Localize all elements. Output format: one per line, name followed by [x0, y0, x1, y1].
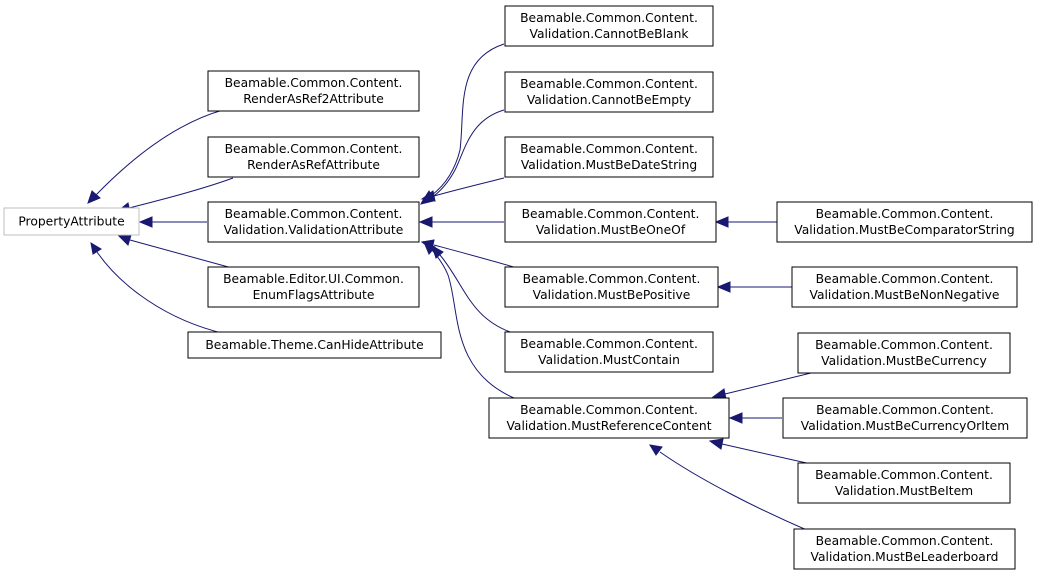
node-label-line1: Beamable.Common.Content.: [816, 403, 994, 417]
node-label-line2: Validation.MustContain: [538, 353, 680, 367]
node-label: Beamable.Theme.CanHideAttribute: [205, 338, 423, 352]
node-renderasrefattribute[interactable]: Beamable.Common.Content. RenderAsRefAttr…: [207, 136, 420, 178]
edge-mustbenonnegative-to-mustbepositive: [716, 281, 792, 293]
node-label-line2: Validation.CannotBeBlank: [530, 27, 690, 41]
node-label-line1: Beamable.Common.Content.: [816, 272, 994, 286]
node-canhideattribute[interactable]: Beamable.Theme.CanHideAttribute: [187, 331, 442, 359]
edge-renderasref2-to-propertyattribute: [87, 109, 224, 204]
node-label-line2: Validation.CannotBeEmpty: [527, 93, 691, 107]
edge-canhide-to-propertyattribute: [90, 242, 227, 335]
node-mustcontain[interactable]: Beamable.Common.Content. Validation.Must…: [504, 331, 714, 373]
node-mustbeoneof[interactable]: Beamable.Common.Content. Validation.Must…: [504, 201, 717, 243]
node-label-line2: Validation.MustBeComparatorString: [794, 223, 1014, 237]
node-mustbecomparatorstring[interactable]: Beamable.Common.Content. Validation.Must…: [776, 201, 1033, 243]
node-cannotbeempty[interactable]: Beamable.Common.Content. Validation.Cann…: [504, 71, 714, 113]
node-label-line2: RenderAsRef2Attribute: [243, 92, 384, 106]
edge-mustbecurrencyoritem-to-mustreferencecontent: [728, 412, 782, 424]
edge-mustbeoneof-to-validationattribute: [418, 216, 504, 228]
node-label-line1: Beamable.Common.Content.: [815, 338, 993, 352]
node-label-line2: Validation.MustBeCurrencyOrItem: [801, 419, 1009, 433]
node-label-line1: Beamable.Common.Content.: [520, 337, 698, 351]
node-label-line1: Beamable.Common.Content.: [225, 207, 403, 221]
node-mustbecurrencyoritem[interactable]: Beamable.Common.Content. Validation.Must…: [782, 397, 1028, 439]
node-label-line1: Beamable.Common.Content.: [520, 142, 698, 156]
node-label-line1: Beamable.Common.Content.: [225, 142, 403, 156]
node-label-line1: Beamable.Common.Content.: [522, 207, 700, 221]
edge-mustbecomparatorstring-to-mustbeoneof: [714, 216, 777, 228]
node-label-line1: Beamable.Common.Content.: [523, 272, 701, 286]
node-label-line2: Validation.MustBeNonNegative: [810, 288, 1000, 302]
node-enumflagsattribute[interactable]: Beamable.Editor.UI.Common. EnumFlagsAttr…: [207, 266, 420, 308]
node-label-line2: Validation.ValidationAttribute: [224, 223, 404, 237]
node-label-line2: RenderAsRefAttribute: [247, 158, 380, 172]
edge-cannotbeempty-to-validationattribute: [419, 109, 505, 205]
node-mustbeleaderboard[interactable]: Beamable.Common.Content. Validation.Must…: [793, 528, 1016, 570]
node-cannotbeblank[interactable]: Beamable.Common.Content. Validation.Cann…: [504, 5, 714, 47]
node-mustbedatestring[interactable]: Beamable.Common.Content. Validation.Must…: [504, 136, 714, 178]
edge-mustreferencecontent-to-validationattribute: [423, 241, 515, 399]
node-label-line1: Beamable.Common.Content.: [816, 534, 994, 548]
edge-validationattribute-to-propertyattribute: [138, 216, 207, 228]
node-label-line1: Beamable.Common.Content.: [520, 403, 698, 417]
edge-mustbedatestring-to-validationattribute: [420, 177, 505, 202]
node-label-line2: Validation.MustBeLeaderboard: [811, 550, 999, 564]
node-label-line2: Validation.MustBeOneOf: [536, 223, 686, 237]
node-mustbenonnegative[interactable]: Beamable.Common.Content. Validation.Must…: [791, 266, 1018, 308]
edge-mustbeleaderboard-to-mustreferencecontent: [649, 444, 810, 532]
node-label-line2: Validation.MustReferenceContent: [506, 419, 711, 433]
node-renderasref2attribute[interactable]: Beamable.Common.Content. RenderAsRef2Att…: [207, 70, 420, 112]
node-mustbepositive[interactable]: Beamable.Common.Content. Validation.Must…: [504, 266, 719, 308]
node-mustbecurrency[interactable]: Beamable.Common.Content. Validation.Must…: [797, 332, 1011, 374]
node-mustreferencecontent[interactable]: Beamable.Common.Content. Validation.Must…: [488, 397, 730, 439]
edge-mustbeitem-to-mustreferencecontent: [708, 438, 812, 465]
node-label-line2: Validation.MustBeDateString: [521, 158, 697, 172]
node-validationattribute[interactable]: Beamable.Common.Content. Validation.Vali…: [207, 201, 420, 243]
node-label-line1: Beamable.Common.Content.: [520, 11, 698, 25]
node-label-line1: Beamable.Common.Content.: [225, 76, 403, 90]
node-label-line1: Beamable.Common.Content.: [816, 207, 994, 221]
node-label-line1: Beamable.Common.Content.: [815, 468, 993, 482]
edge-mustcontain-to-validationattribute: [431, 244, 517, 335]
edge-mustbecurrency-to-mustreferencecontent: [711, 372, 812, 400]
node-label: PropertyAttribute: [18, 215, 124, 229]
node-propertyattribute[interactable]: PropertyAttribute: [3, 207, 140, 236]
node-label-line1: Beamable.Editor.UI.Common.: [223, 272, 404, 286]
node-label-line1: Beamable.Common.Content.: [520, 77, 698, 91]
node-label-line2: Validation.MustBeItem: [835, 484, 973, 498]
node-label-line2: EnumFlagsAttribute: [253, 288, 375, 302]
node-label-line2: Validation.MustBePositive: [533, 288, 691, 302]
edge-cannotbeblank-to-validationattribute: [420, 43, 505, 203]
node-mustbeitem[interactable]: Beamable.Common.Content. Validation.Must…: [797, 462, 1011, 504]
node-label-line2: Validation.MustBeCurrency: [821, 354, 987, 368]
